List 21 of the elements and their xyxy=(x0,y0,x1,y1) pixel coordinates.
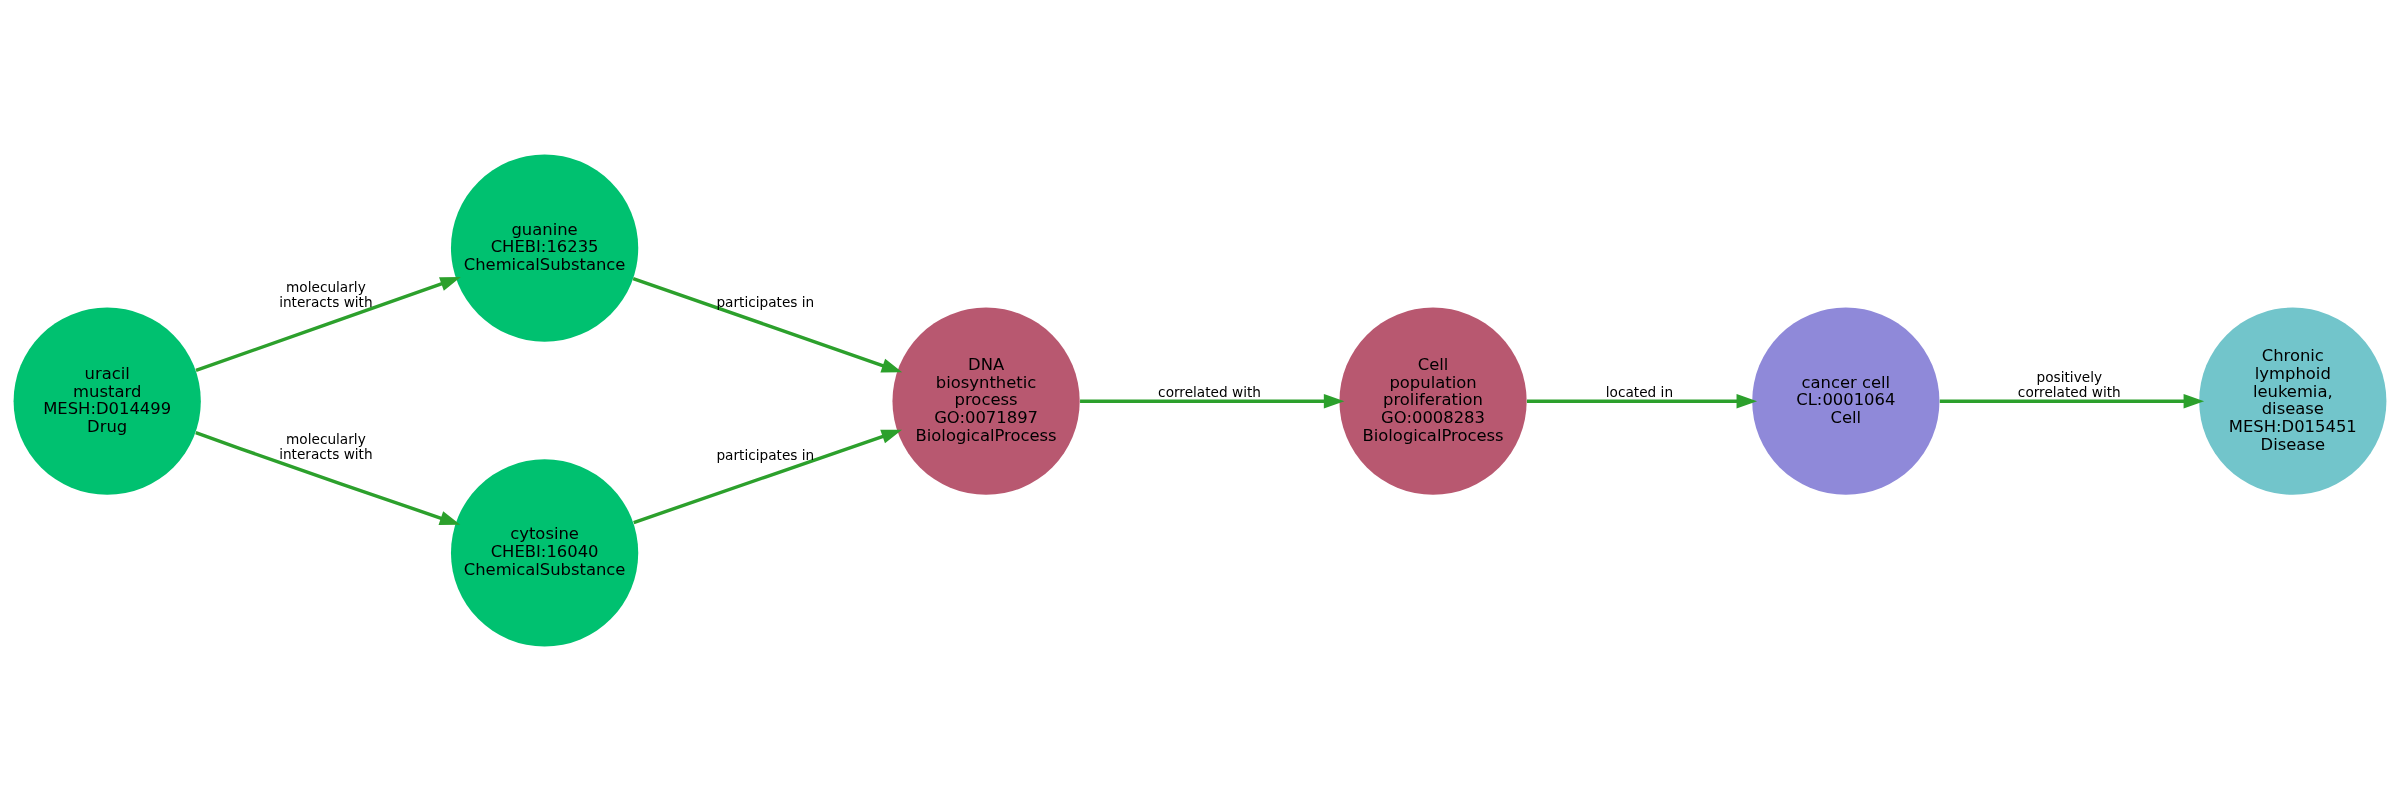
arrow xyxy=(195,430,461,525)
node-circle: guanine CHEBI:16235 ChemicalSubstance xyxy=(450,153,639,342)
arrow xyxy=(1526,393,1758,408)
edge-label: located in xyxy=(1605,383,1674,400)
node-circle: cancer cell CL:0001064 Cell xyxy=(1752,307,1940,495)
arrow xyxy=(1939,393,2205,408)
node-circle: Chronic lymphoid leukemia, disease MESH:D015451 Disease xyxy=(2199,307,2387,495)
edge-label: molecularly interacts with xyxy=(279,278,373,310)
arrow xyxy=(195,276,461,372)
arrow xyxy=(633,429,903,524)
edge-label: molecularly interacts with xyxy=(279,430,373,462)
edge-label: positively correlated with xyxy=(2017,368,2121,400)
edge-label: participates in xyxy=(716,293,815,310)
node-circle: Cell population proliferation GO:0008283 BiologicalProcess xyxy=(1339,307,1527,495)
node-circle: uracil mustard MESH:D014499 Drug xyxy=(13,307,201,495)
node-circle: cytosine CHEBI:16040 ChemicalSubstance xyxy=(450,458,639,647)
edge-label: correlated with xyxy=(1158,383,1261,400)
arrow xyxy=(1080,393,1345,408)
node-circle: DNA biosynthetic process GO:0071897 BiologicalProcess xyxy=(892,307,1080,495)
edge-label: participates in xyxy=(716,446,815,463)
arrow xyxy=(632,276,903,372)
